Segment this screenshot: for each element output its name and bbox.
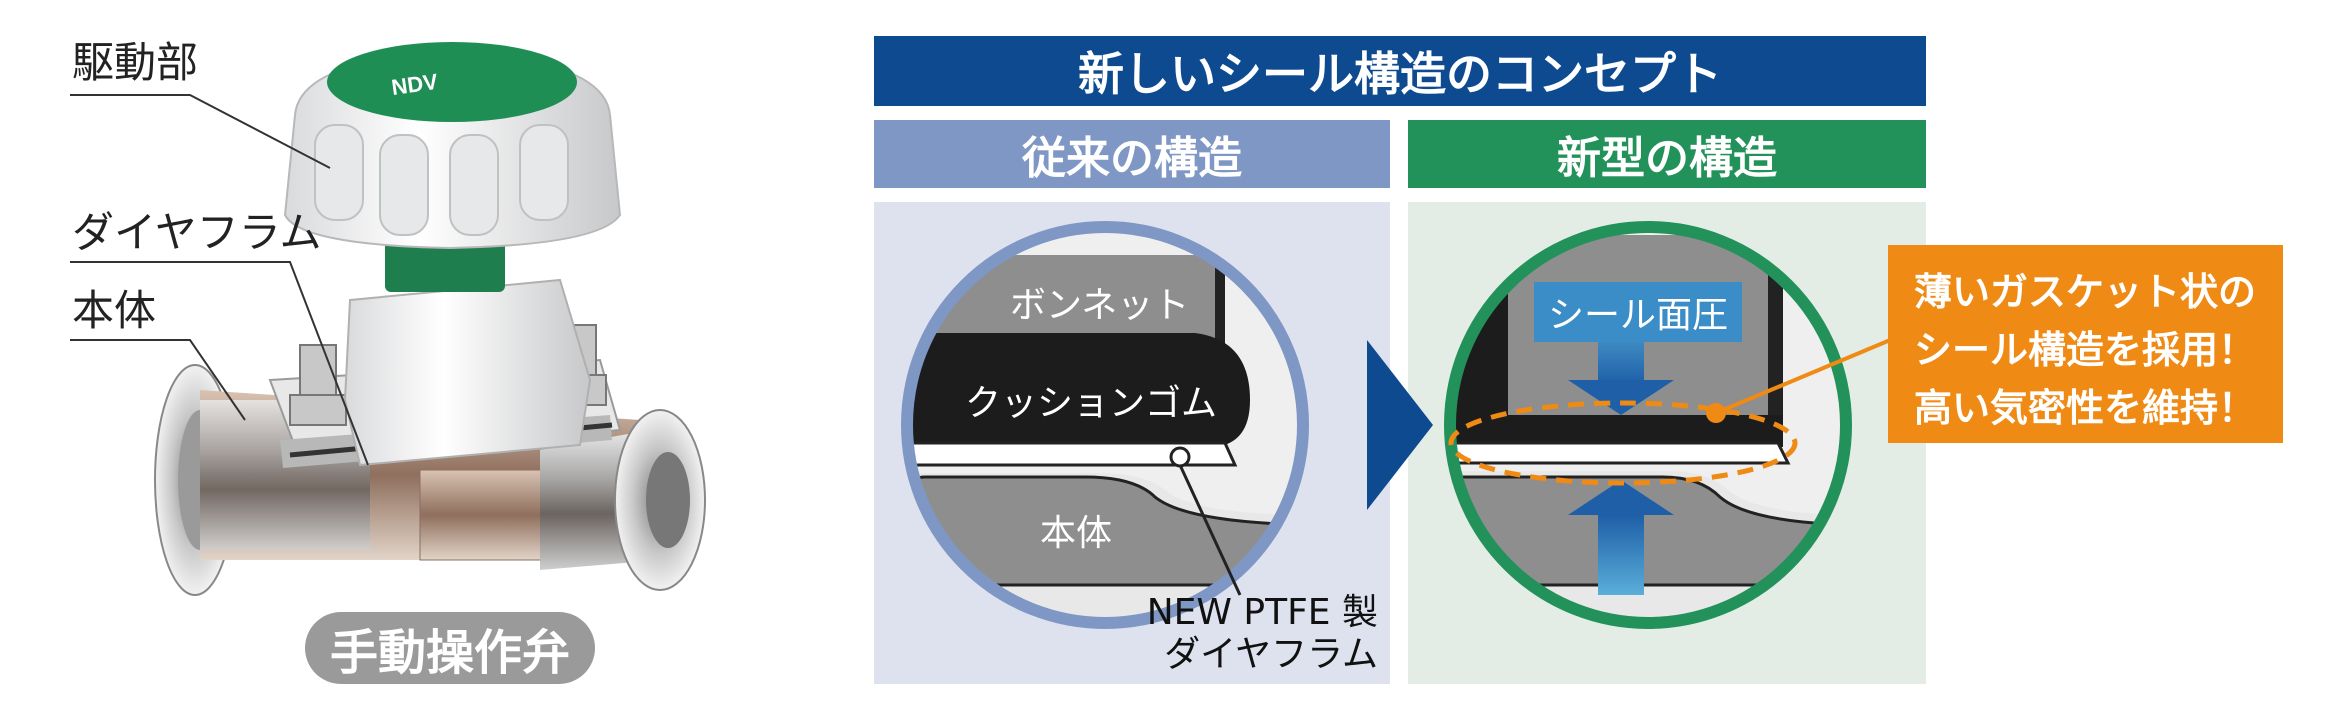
old-structure-diagram (901, 221, 1309, 629)
manual-valve-badge: 手動操作弁 (305, 612, 595, 684)
seal-pressure-label: シール面圧 (1534, 282, 1743, 342)
old-cushion-rubber (907, 333, 1250, 447)
callout-diaphragm-label: ダイヤフラム (72, 208, 322, 257)
old-structure-header: 従来の構造 (874, 120, 1390, 188)
callout-body-label: 本体 (72, 286, 157, 335)
valve-illustration: NDV (70, 42, 706, 596)
highlight-line3: 高い気密性を維持！ (1914, 386, 2257, 430)
highlight-box: 薄いガスケット状の シール構造を採用！ 高い気密性を維持！ (1888, 245, 2283, 443)
transition-arrow (1367, 340, 1433, 510)
highlight-connector (1715, 336, 1896, 415)
seal-arrow-up (1568, 480, 1674, 515)
old-bonnet-label: ボンネット (1010, 285, 1190, 326)
old-cushion-label: クッションゴム (965, 383, 1218, 424)
leader-lines (70, 94, 369, 466)
highlight-line1: 薄いガスケット状の (1914, 270, 2257, 314)
seal-highlight-ellipse (1448, 400, 1798, 486)
new-structure-header: 新型の構造 (1408, 120, 1926, 188)
knob-cap (327, 42, 577, 122)
ptfe-label-line2: ダイヤフラム (1164, 634, 1378, 675)
ptfe-label: NEW PTFE 製 ダイヤフラム (1108, 592, 1378, 676)
new-body (1450, 475, 1846, 587)
old-ptfe-diaphragm (907, 441, 1238, 467)
concept-title: 新しいシール構造のコンセプト (874, 36, 1926, 106)
ptfe-label-line1: NEW PTFE 製 (1146, 592, 1378, 633)
old-body-label: 本体 (1040, 513, 1113, 554)
new-structure-diagram (1444, 221, 1852, 629)
new-gasket (1450, 415, 1783, 447)
callout-drive-label: 駆動部 (72, 38, 199, 87)
new-ptfe-diaphragm (1450, 441, 1791, 465)
highlight-line2: シール構造を採用！ (1914, 328, 2257, 372)
bonnet (343, 278, 592, 467)
